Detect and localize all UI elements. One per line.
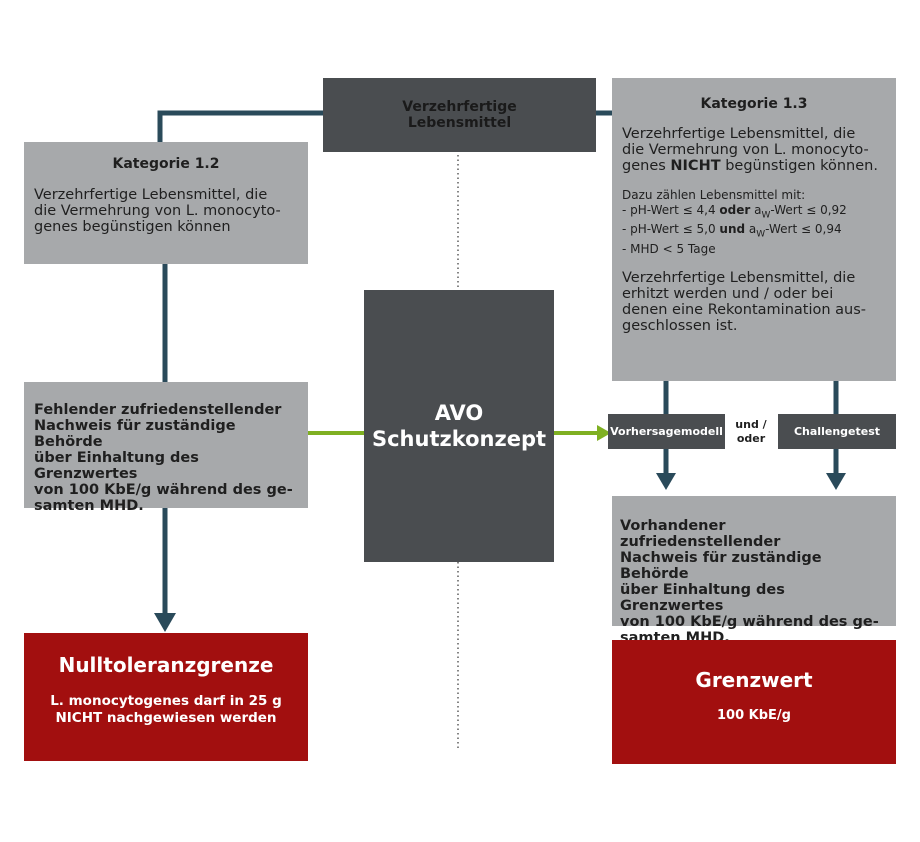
kategorie-12-box: Kategorie 1.2 Verzehrfertige Lebensmitte… (24, 142, 308, 264)
fehlender-line: samten MHD. (34, 498, 144, 514)
avo-schutzkonzept-box: AVO Schutzkonzept (364, 290, 554, 562)
kategorie-13-intro-post: begünstigen können. (720, 158, 878, 174)
criterion-text: - pH-Wert ≤ 5,0 (622, 222, 720, 237)
kategorie-13-extra-line: geschlossen ist. (622, 317, 738, 334)
fehlender-line: Nachweis für zuständige Behörde (34, 418, 236, 450)
vorhandener-nachweis-box: Vorhandener zufriedenstellender Nachweis… (612, 496, 896, 646)
criterion-text: a (750, 202, 762, 217)
kategorie-13-intro-pre: genes (622, 158, 671, 174)
kategorie-13-extra-line: erhitzt werden und / oder bei (622, 285, 834, 302)
green-arrowhead (597, 425, 611, 441)
kategorie-13-nicht: NICHT (670, 158, 721, 174)
grenzwert-value: 100 KbE/g (717, 708, 791, 723)
vorhandener-line: über Einhaltung des Grenzwertes (620, 582, 785, 614)
nulltoleranz-line1: L. monocytogenes darf in 25 g (50, 693, 282, 709)
criterion-text: -Wert ≤ 0,92 (770, 202, 847, 217)
kategorie-12-title: Kategorie 1.2 (112, 156, 220, 172)
kategorie-13-criteria-list: - pH-Wert ≤ 4,4 oder aW-Wert ≤ 0,92 - pH… (622, 203, 886, 257)
grenzwert-box: Grenzwert 100 KbE/g (612, 640, 896, 764)
kategorie-13-intro-line: die Vermehrung von L. monocyto- (622, 142, 869, 158)
und-oder-line2: oder (736, 432, 766, 445)
kategorie-13-extra-line: denen eine Rekontamination aus- (622, 301, 867, 318)
criterion-text: -Wert ≤ 0,94 (765, 222, 842, 237)
nulltoleranz-line2: NICHT nachgewiesen werden (55, 710, 277, 726)
criterion-subscript: W (761, 209, 771, 220)
criterion-und: und (719, 222, 746, 237)
challengetest-label: Challengetest (793, 425, 881, 438)
und-oder-line1: und / (735, 418, 767, 431)
nulltoleranz-title: Nulltoleranzgrenze (58, 653, 274, 677)
criterion-mhd: - MHD < 5 Tage (622, 242, 716, 257)
vorhandener-line: von 100 KbE/g während des ge- (620, 614, 879, 630)
kategorie-13-title: Kategorie 1.3 (700, 96, 808, 112)
arrowhead-vorhersage (656, 473, 676, 490)
kategorie-13-intro-line: Verzehrfertige Lebensmittel, die (622, 126, 856, 142)
challengetest-box: Challengetest (778, 414, 896, 449)
vorhandener-line: Nachweis für zuständige Behörde (620, 550, 822, 582)
kategorie-13-box: Kategorie 1.3 Verzehrfertige Lebensmitte… (612, 78, 896, 381)
arrowhead-to-null (154, 613, 176, 632)
top-node-line2: Lebensmittel (407, 115, 512, 131)
connector-top-left (157, 110, 323, 142)
vorhersagemodell-box: Vorhersagemodell (608, 414, 725, 449)
criterion-text: a (745, 222, 757, 237)
nulltoleranzgrenze-box: Nulltoleranzgrenze L. monocytogenes darf… (24, 633, 308, 761)
kategorie-13-dazu: Dazu zählen Lebensmittel mit: (622, 188, 806, 202)
fehlender-line: über Einhaltung des Grenzwertes (34, 450, 199, 482)
top-node-line1: Verzehrfertige (402, 99, 517, 115)
kategorie-12-line: genes begünstigen können (34, 219, 231, 235)
kategorie-12-line: Verzehrfertige Lebensmittel, die (34, 187, 268, 203)
grenzwert-title: Grenzwert (695, 668, 813, 692)
fehlender-nachweis-box: Fehlender zufriedenstellender Nachweis f… (24, 382, 308, 514)
criterion-oder: oder (719, 202, 751, 217)
criterion-text: - pH-Wert ≤ 4,4 (622, 202, 720, 217)
top-node-verzehrfertige-lebensmittel: Verzehrfertige Lebensmittel (323, 78, 596, 152)
kategorie-13-extra-line: Verzehrfertige Lebensmittel, die (622, 269, 856, 286)
vorhersagemodell-label: Vorhersagemodell (610, 425, 723, 438)
und-oder-label: und / oder (725, 416, 777, 448)
arrowhead-challenge (826, 473, 846, 490)
avo-line1: AVO (434, 401, 484, 425)
kategorie-12-line: die Vermehrung von L. monocyto- (34, 203, 281, 219)
criterion-ph-44: - pH-Wert ≤ 4,4 oder aW-Wert ≤ 0,92 (622, 203, 886, 223)
kategorie-13-intro-last: genes NICHT begünstigen können. (622, 158, 886, 174)
avo-line2: Schutzkonzept (371, 427, 547, 451)
criterion-ph-50: - pH-Wert ≤ 5,0 und aW-Wert ≤ 0,94 (622, 222, 886, 242)
fehlender-line: Fehlender zufriedenstellender (34, 402, 282, 418)
vorhandener-line: Vorhandener zufriedenstellender (620, 518, 781, 550)
fehlender-line: von 100 KbE/g während des ge- (34, 482, 293, 498)
criterion-subscript: W (756, 229, 766, 240)
